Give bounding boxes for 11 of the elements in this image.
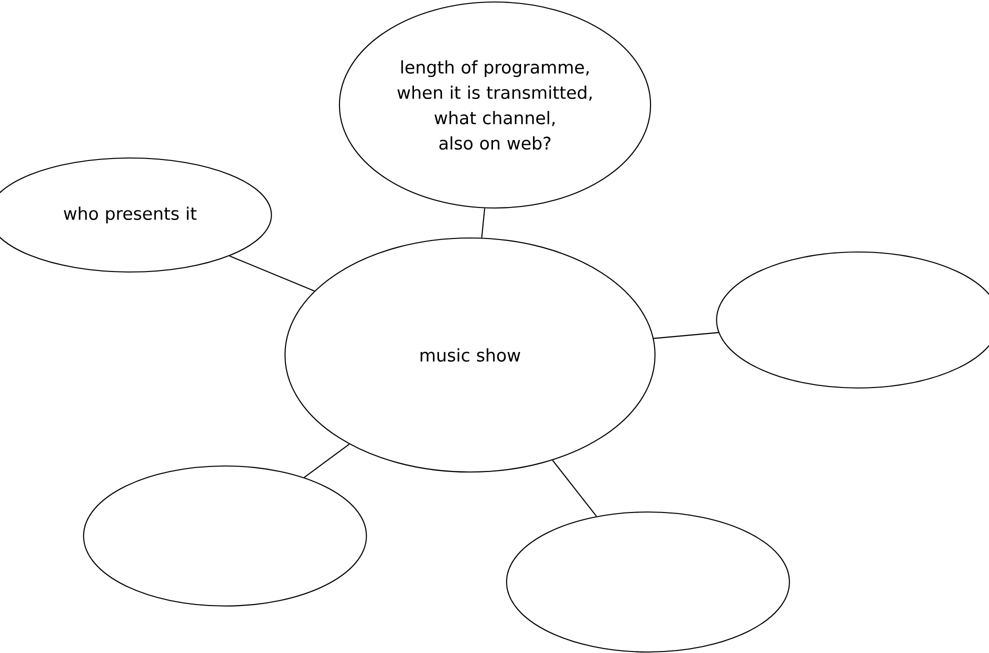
ellipse-bubble: who presents it: [0, 157, 272, 273]
connector-line: [481, 208, 486, 238]
connector-line: [654, 332, 719, 339]
connector-line: [304, 444, 350, 478]
connector-line: [229, 256, 315, 292]
ellipse-bubble: music show: [284, 237, 656, 473]
ellipse-bubble: length of programme, when it is transmitted, what channel, also on web?: [338, 1, 652, 209]
connector-line: [552, 460, 597, 517]
empty-ellipse-bubble: [716, 251, 989, 389]
empty-ellipse-bubble: [506, 511, 790, 653]
empty-ellipse-bubble: [83, 465, 367, 607]
